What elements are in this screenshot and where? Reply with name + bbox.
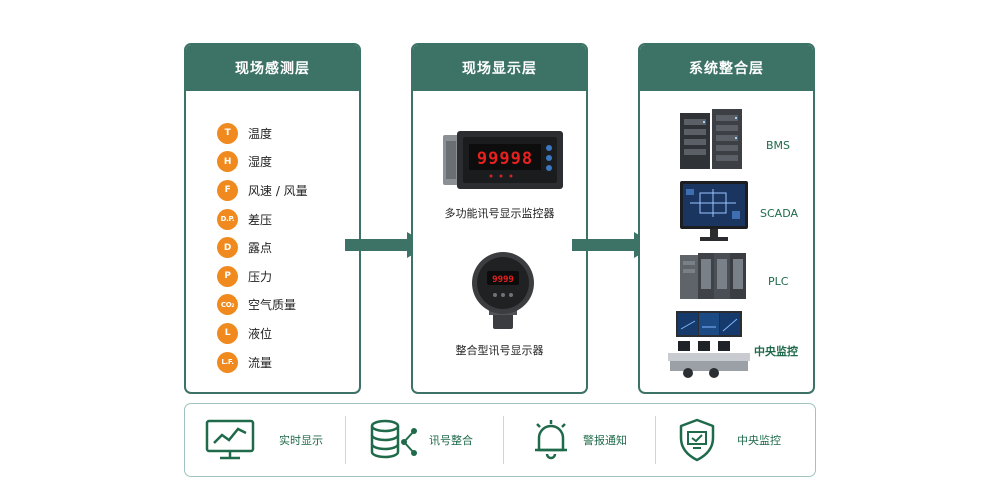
feature-label: 中央监控 [737,434,781,447]
system-layer-title: 系统整合层 [640,45,813,91]
round-meter-device: 9999 [471,251,535,331]
feature-label: 警报通知 [583,434,627,447]
display-layer-title: 现场显示层 [413,45,586,91]
sensing-layer-card: 现场感测层 T 温度 H 湿度 F 风速 / 风量 D.P. 差压 D 露点 P… [184,43,361,394]
sensor-label: 压力 [248,269,273,284]
panel-meter-label: 多功能讯号显示监控器 [444,207,555,220]
feature-divider [345,416,346,464]
sensor-label: 液位 [248,326,273,341]
shield-monitor-icon [679,418,715,462]
monitor-chart-icon [205,419,255,460]
feature-label: 讯号整合 [429,434,473,447]
sensor-item-airflow: F 风速 / 风量 [217,176,308,205]
level-badge: L [217,322,238,344]
feature-realtime-display: 实时显示 [205,404,323,476]
sensor-item-dew-point: D 露点 [217,233,308,262]
feature-central-monitoring: 中央监控 [677,404,781,476]
humidity-badge: H [217,151,238,173]
sensor-label: 空气质量 [248,298,297,313]
bms-server-icon [680,109,742,169]
scada-monitor-icon [680,181,748,241]
plc-label: PLC [768,275,789,288]
sensor-item-flow: L.F. 流量 [217,348,308,377]
display-layer-card: 现场显示层 99998 多功能讯号显示监控器 9999 [411,43,588,394]
sensor-item-humidity: H 湿度 [217,148,308,177]
panel-meter-device: 99998 [443,131,563,191]
panel-meter-icon: 99998 [443,131,563,189]
feature-bar: 实时显示 讯号整合 警报通知 [184,403,816,477]
flow-badge: L.F. [217,351,238,373]
database-share-icon [370,419,417,459]
sensor-item-differential-pressure: D.P. 差压 [217,205,308,234]
sensor-item-pressure: P 压力 [217,262,308,291]
differential-pressure-badge: D.P. [217,208,238,230]
round-meter-readout: 9999 [492,275,514,285]
feature-signal-integration: 讯号整合 [369,404,473,476]
bms-label: BMS [766,139,791,152]
co2-badge: CO₂ [217,294,238,316]
feature-alarm-notification: 警报通知 [529,404,627,476]
temperature-badge: T [217,122,238,144]
scada-label: SCADA [760,207,798,220]
dew-point-badge: D [217,237,238,259]
central-monitoring-label: 中央监控 [754,345,798,358]
system-layer-card: 系统整合层 BMS SCADA [638,43,815,394]
sensor-label: 温度 [248,126,273,141]
panel-meter-readout: 99998 [477,149,533,169]
pressure-badge: P [217,265,238,287]
round-meter-label: 整合型讯号显示器 [455,344,544,357]
feature-label: 实时显示 [279,434,323,447]
sensor-label: 风速 / 风量 [248,183,308,198]
sensor-item-temperature: T 温度 [217,119,308,148]
sensor-label: 露点 [248,241,273,256]
sensor-label: 流量 [248,355,273,370]
round-meter-icon: 9999 [472,252,534,329]
control-room-icon [668,311,750,378]
sensor-list: T 温度 H 湿度 F 风速 / 风量 D.P. 差压 D 露点 P 压力 CO… [217,119,308,376]
sensor-label: 湿度 [248,155,273,170]
sensor-label: 差压 [248,212,273,227]
feature-divider [503,416,504,464]
plc-module-icon [680,253,746,299]
sensor-item-level: L 液位 [217,319,308,348]
feature-divider [655,416,656,464]
sensor-item-air-quality: CO₂ 空气质量 [217,291,308,320]
airflow-badge: F [217,179,238,201]
bell-icon [535,420,567,460]
sensing-layer-title: 现场感测层 [186,45,359,91]
